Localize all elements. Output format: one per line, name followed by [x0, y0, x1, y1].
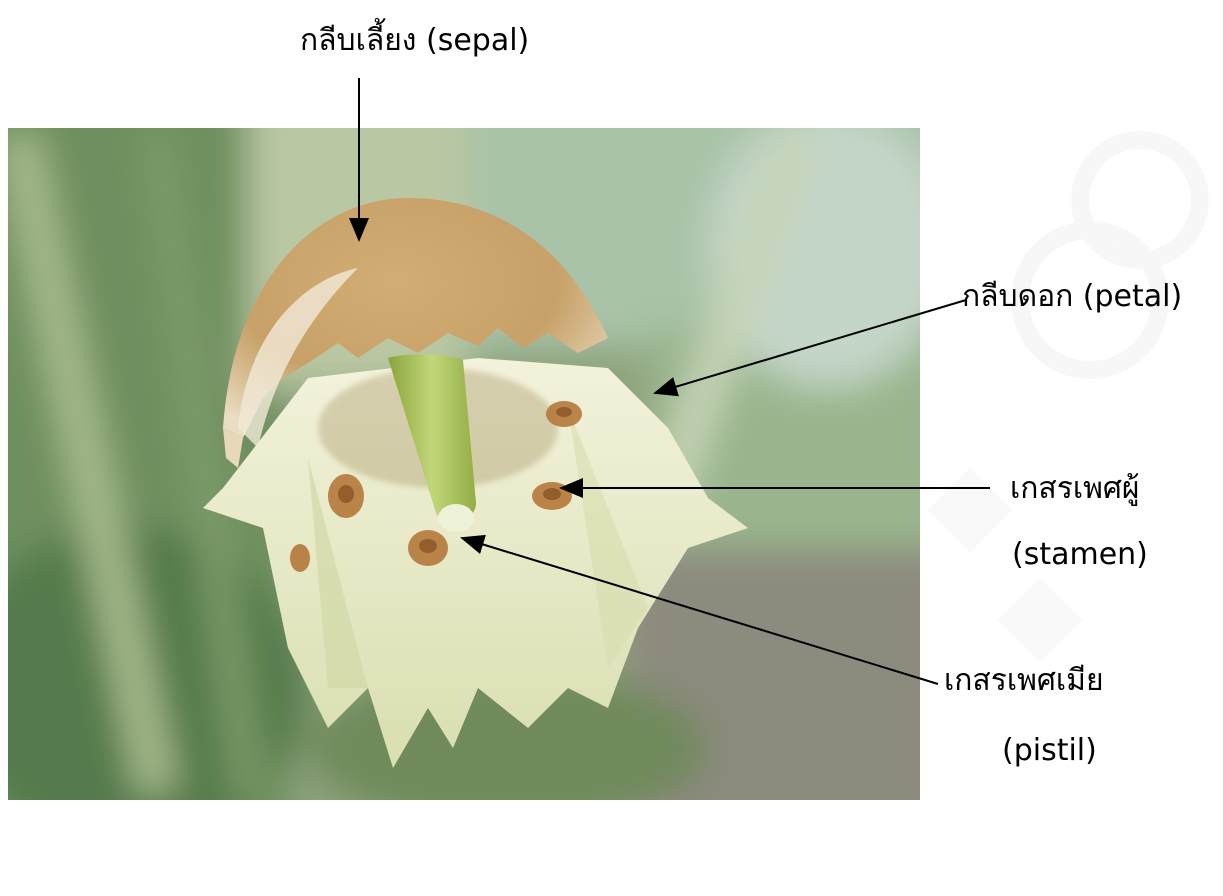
label-pistil-english: (pistil) — [1002, 736, 1097, 766]
pistil-arrow — [462, 538, 938, 684]
label-petal: กลีบดอก (petal) — [962, 282, 1182, 312]
petal-arrow — [655, 300, 966, 393]
label-stamen-english: (stamen) — [1012, 540, 1148, 570]
label-sepal: กลีบเลี้ยง (sepal) — [300, 26, 529, 56]
photo-caption: ดอกละมุด — [36, 864, 165, 894]
label-pistil-thai: เกสรเพศเมีย — [944, 666, 1104, 696]
label-stamen-thai: เกสรเพศผู้ — [1010, 474, 1140, 504]
